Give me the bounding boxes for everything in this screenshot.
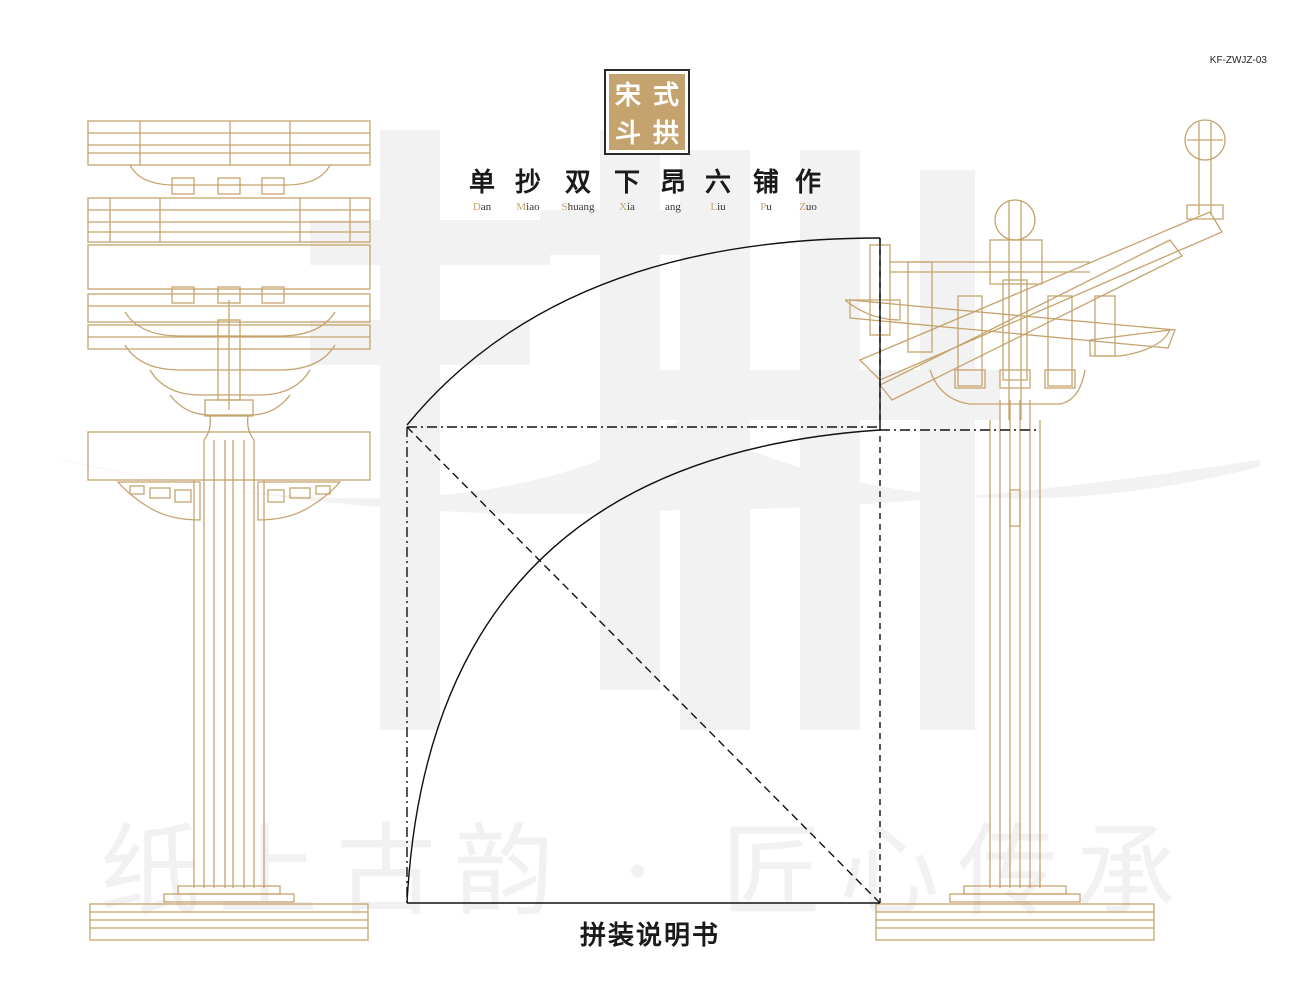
watermark-mark (60, 130, 1260, 730)
seal-chars: 宋 式 斗 拱 (609, 74, 685, 150)
title-row: 单 Dan 抄 Miao 双 Shuang 下 Xia 昂 ang 六 Liu … (462, 168, 832, 228)
inner-arc (406, 429, 881, 904)
title-char: 铺 Pu (752, 168, 779, 213)
seal-char: 式 (652, 80, 679, 111)
seal-stamp: 宋 式 斗 拱 (604, 69, 690, 155)
outer-arc (406, 237, 881, 426)
watermark-slogan: 纸上古韵 · 匠心传承 (100, 813, 1194, 930)
seal-char: 斗 (614, 118, 641, 149)
document-code: KF-ZWJZ-03 (1209, 55, 1267, 66)
title-char: 下 Xia (613, 168, 640, 213)
seal-char: 宋 (614, 80, 641, 111)
seal-char: 拱 (652, 118, 679, 149)
title-char: 抄 Miao (514, 168, 541, 213)
title-char: 作 Zuo (794, 168, 821, 213)
title-char: 双 Shuang (561, 168, 595, 213)
title-char: 昂 ang (659, 168, 686, 213)
title-char: 六 Liu (704, 168, 731, 213)
manual-subtitle: 拼装说明书 (579, 921, 720, 951)
title-char: 单 Dan (468, 168, 495, 213)
